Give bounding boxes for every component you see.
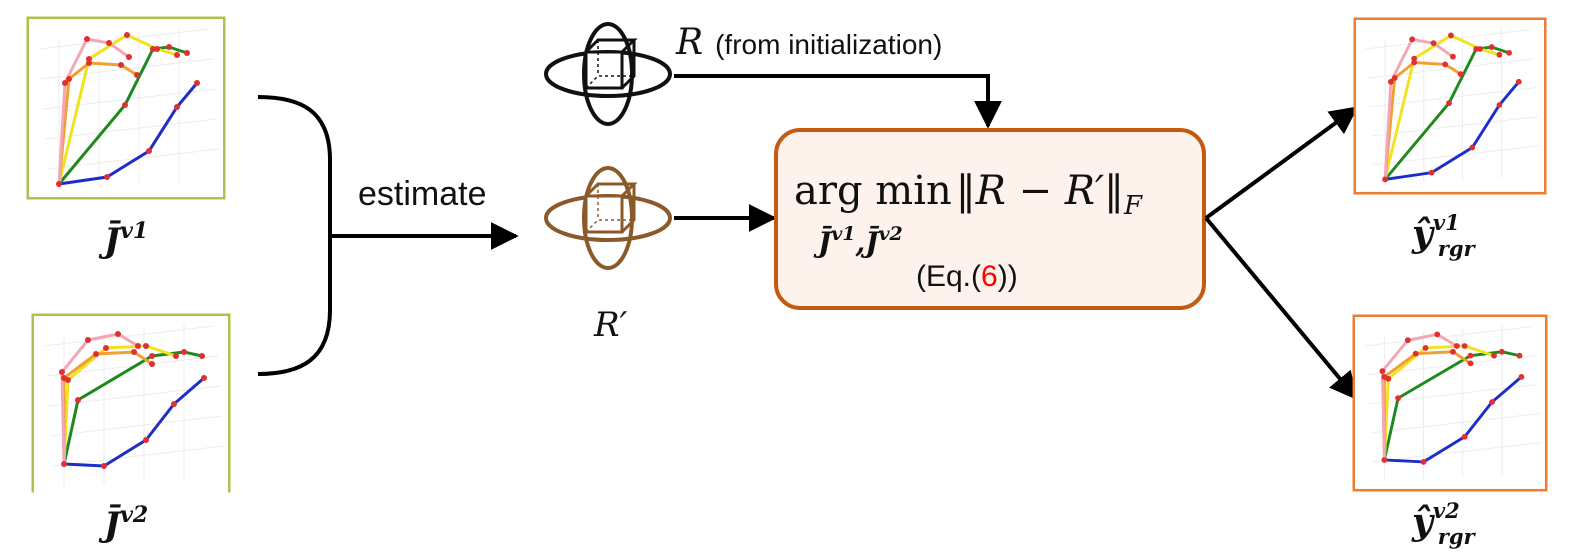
hand-skeleton-output-2 — [1353, 315, 1547, 491]
output-view-2 — [1352, 314, 1548, 492]
objective-to-output-2-arrow — [1204, 216, 1358, 401]
output-view-1 — [1353, 17, 1547, 195]
objective-equation-ref: (Eq.(6)) — [916, 260, 1018, 293]
init-to-objective-arrow — [674, 74, 1002, 129]
input-view-2 — [31, 313, 231, 496]
objective-box — [774, 128, 1206, 310]
rotation-init-label: R(from initialization) — [675, 22, 942, 63]
equation-number: 6 — [981, 260, 998, 293]
hand-skeleton-thumbnail-1 — [27, 17, 225, 199]
objective-variables: J̄v1,J̄v2 — [813, 223, 903, 259]
input-view-1 — [26, 16, 226, 200]
objective-expression: arg min‖R − R′‖F — [794, 168, 1143, 221]
rotation-init-icon — [544, 22, 672, 126]
rotation-est-icon — [544, 166, 672, 270]
hand-skeleton-thumbnail-2 — [32, 314, 230, 496]
input-label-2: J̄v2 — [98, 502, 148, 545]
estimate-label: estimate — [358, 175, 487, 213]
rotation-est-label: R′ — [593, 305, 628, 345]
input-label-1: J̄v1 — [98, 218, 148, 261]
merge-brace — [257, 95, 332, 376]
objective-to-output-1-arrow — [1204, 106, 1359, 220]
hand-skeleton-output-1 — [1354, 18, 1546, 194]
